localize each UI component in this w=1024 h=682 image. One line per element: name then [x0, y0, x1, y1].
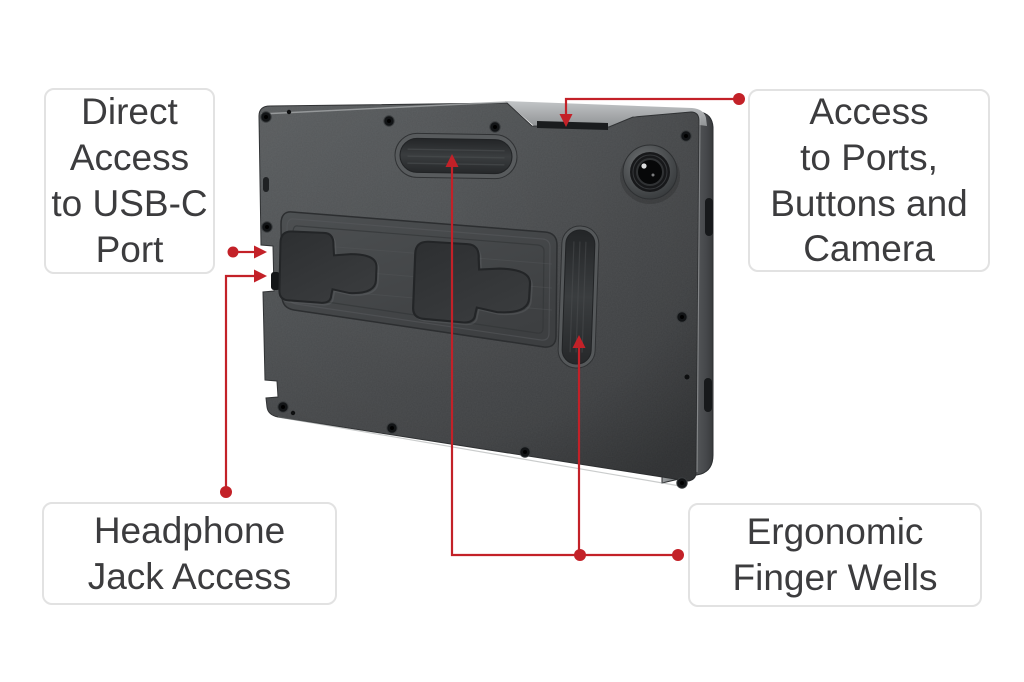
connector-dot — [220, 486, 232, 498]
connector-dot — [574, 549, 586, 561]
callout-ergonomic-finger-wells-label: Ergonomic Finger Wells — [732, 511, 938, 598]
connector-headphone-jack — [220, 269, 267, 498]
arrowhead-up — [445, 154, 459, 167]
connector-finger-wells — [445, 154, 684, 561]
callout-ergonomic-finger-wells: Ergonomic Finger Wells — [688, 503, 982, 607]
case-top-bevel — [505, 101, 707, 127]
connector-dot — [227, 246, 239, 258]
callout-ports-buttons-camera: Access to Ports, Buttons and Camera — [748, 89, 990, 272]
pin-holes — [286, 109, 690, 416]
left-edge-slot — [263, 177, 269, 192]
callout-headphone-jack: Headphone Jack Access — [42, 502, 337, 605]
arrowhead-up — [572, 335, 586, 348]
side-port-slot-lower — [704, 378, 712, 412]
horizontal-finger-well — [394, 132, 518, 180]
screws — [260, 111, 692, 489]
connector-dot — [733, 93, 745, 105]
rear-camera-opening — [620, 144, 680, 204]
arrowhead-right — [254, 245, 267, 259]
side-edge-highlight — [696, 115, 701, 473]
callout-usb-c-port: Direct Access to USB-C Port — [44, 88, 215, 274]
screw-centers — [264, 115, 688, 485]
callout-ports-buttons-camera-label: Access to Ports, Buttons and Camera — [770, 90, 968, 270]
side-port-slot-upper — [705, 198, 713, 236]
arrowhead-right — [254, 269, 267, 283]
bottom-edge-highlight — [277, 416, 681, 487]
vertical-finger-well — [557, 225, 600, 369]
arrowhead-down — [559, 114, 573, 127]
connector-ports-buttons-camera — [559, 93, 745, 127]
callout-connectors — [220, 93, 745, 561]
callout-headphone-jack-label: Headphone Jack Access — [87, 509, 292, 597]
tablet-case — [258, 101, 714, 489]
callout-usb-c-port-label: Direct Access to USB-C Port — [51, 91, 208, 270]
top-ports-recess-slot — [537, 121, 608, 130]
connector-dot — [672, 549, 684, 561]
top-edge-highlight — [260, 101, 507, 115]
connector-usb-c — [227, 245, 267, 259]
lens-highlight — [641, 163, 647, 169]
finger-well-tray — [276, 211, 558, 348]
usb-c-port-opening — [271, 272, 280, 290]
